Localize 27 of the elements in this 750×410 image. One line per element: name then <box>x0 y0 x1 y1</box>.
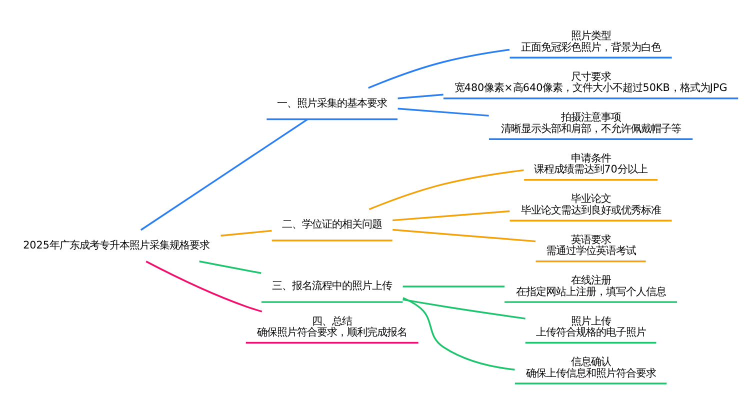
node-text: 四、总结 确保照片符合要求，顺利完成报名 <box>257 315 408 339</box>
node-text: 2025年广东成考专升本照片采集规格要求 <box>23 239 210 252</box>
node-text: 在线注册 在指定网站上注册，填写个人信息 <box>516 274 666 298</box>
node-text: 英语要求 需通过学位英语考试 <box>546 234 636 258</box>
connector <box>146 260 262 312</box>
node-text: 毕业论文 毕业论文需达到良好或优秀标准 <box>520 193 661 216</box>
connector <box>368 169 524 210</box>
node-text: 拍摄注意事项 清晰显示头部和肩部，不允许佩戴帽子等 <box>500 112 681 135</box>
connector <box>220 230 272 237</box>
node-text: 二、学位证的相关问题 <box>282 218 382 231</box>
connector <box>392 228 536 242</box>
connector <box>140 118 308 231</box>
node-text: 尺寸要求 宽480像素×高640像素，文件大小不超过50KB，格式为JPG <box>454 70 728 94</box>
node-text: 信息确认 确保上传信息和照片符合要求 <box>526 356 656 380</box>
connector <box>402 286 504 288</box>
connector <box>398 108 489 117</box>
connector <box>199 260 262 274</box>
node-text: 照片上传 上传符合规格的电子照片 <box>536 315 646 339</box>
node-text: 照片类型 正面免冠彩色照片，背景为白色 <box>520 30 661 54</box>
node-text: 三、报名流程中的照片上传 <box>272 280 392 292</box>
node-text: 一、照片采集的基本要求 <box>277 97 388 110</box>
connector <box>392 210 510 222</box>
node-text: 申请条件 课程成绩需达到70分以上 <box>534 152 648 176</box>
connector <box>368 48 510 89</box>
connector <box>402 297 515 370</box>
connector <box>402 298 526 320</box>
connector <box>398 94 444 100</box>
